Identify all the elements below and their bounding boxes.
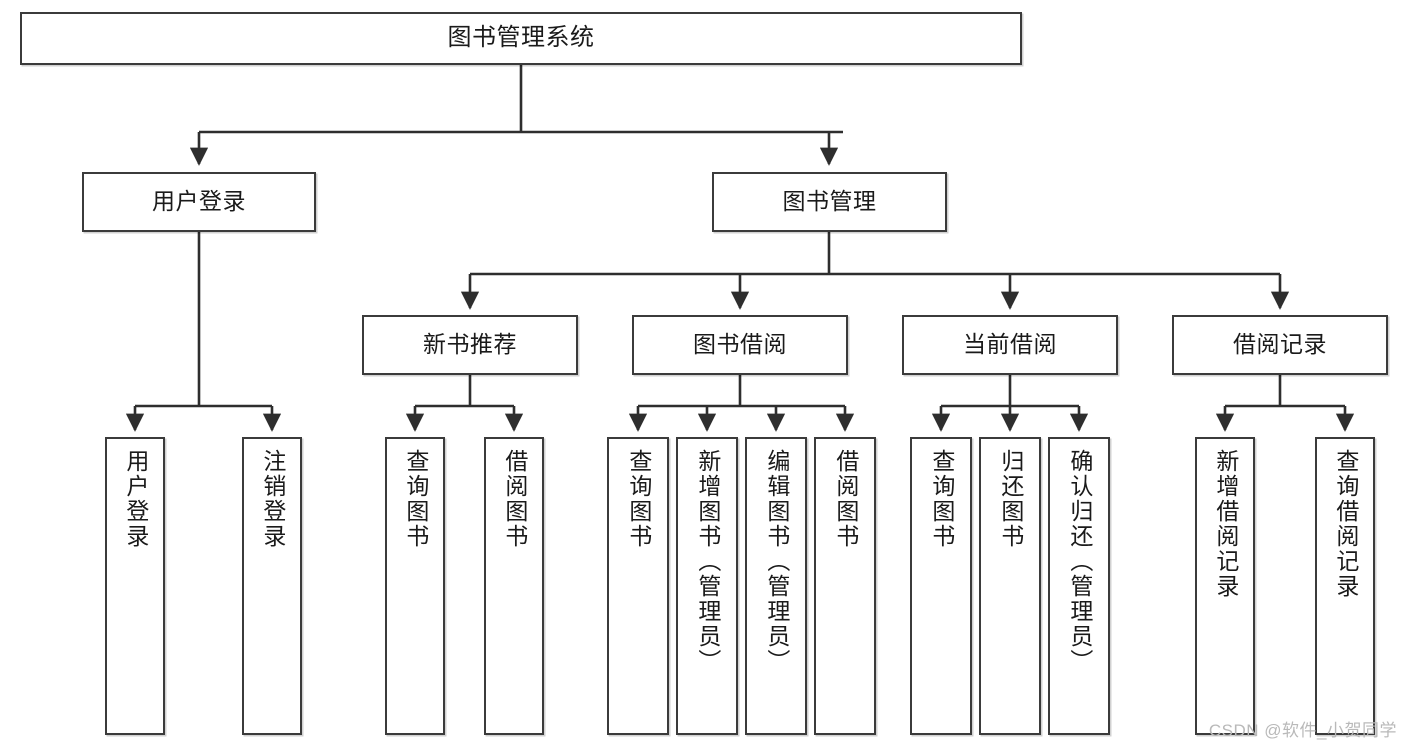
node-user-login[interactable]: 用户登录 [82,172,316,232]
node-leaf-confirm-return[interactable]: 确认归还（管理员） [1048,437,1110,735]
node-leaf-add-book[interactable]: 新增图书（管理员） [676,437,738,735]
node-root-system[interactable]: 图书管理系统 [20,12,1022,65]
node-leaf-return-book[interactable]: 归还图书 [979,437,1041,735]
node-label: 确认归还（管理员） [1066,449,1093,674]
node-leaf-query-book-recommend[interactable]: 查询图书 [385,437,445,735]
watermark: CSDN @软件_小贺同学 [1208,721,1397,740]
node-leaf-query-book-borrow[interactable]: 查询图书 [607,437,669,735]
node-leaf-borrow-book[interactable]: 借阅图书 [814,437,876,735]
node-label: 查询图书 [402,449,429,549]
node-label: 查询图书 [625,449,652,549]
node-new-book-recommend[interactable]: 新书推荐 [362,315,578,375]
node-label: 图书借阅 [693,331,787,358]
node-label: 用户登录 [122,449,149,549]
node-label: 新增图书（管理员） [694,449,721,674]
node-label: 编辑图书（管理员） [763,449,790,674]
node-label: 归还图书 [997,449,1024,549]
node-label: 新书推荐 [423,331,517,358]
node-label: 查询借阅记录 [1332,449,1359,599]
node-leaf-query-borrow-record[interactable]: 查询借阅记录 [1315,437,1375,735]
node-label: 用户登录 [152,188,246,215]
node-label: 图书管理 [782,188,877,215]
node-label: 借阅记录 [1233,331,1327,358]
node-label: 注销登录 [259,449,286,549]
node-label: 当前借阅 [963,331,1057,358]
node-label: 查询图书 [928,449,955,549]
node-label: 新增借阅记录 [1212,449,1239,599]
node-book-borrow[interactable]: 图书借阅 [632,315,848,375]
node-label: 图书管理系统 [447,24,595,52]
node-leaf-user-login[interactable]: 用户登录 [105,437,165,735]
node-leaf-user-logout[interactable]: 注销登录 [242,437,302,735]
node-current-borrow[interactable]: 当前借阅 [902,315,1118,375]
node-leaf-query-book-current[interactable]: 查询图书 [910,437,972,735]
node-leaf-edit-book[interactable]: 编辑图书（管理员） [745,437,807,735]
node-leaf-add-borrow-record[interactable]: 新增借阅记录 [1195,437,1255,735]
node-label: 借阅图书 [832,449,859,549]
node-leaf-borrow-book-recommend[interactable]: 借阅图书 [484,437,544,735]
node-book-manage[interactable]: 图书管理 [712,172,947,232]
node-label: 借阅图书 [501,449,528,549]
node-borrow-record[interactable]: 借阅记录 [1172,315,1388,375]
